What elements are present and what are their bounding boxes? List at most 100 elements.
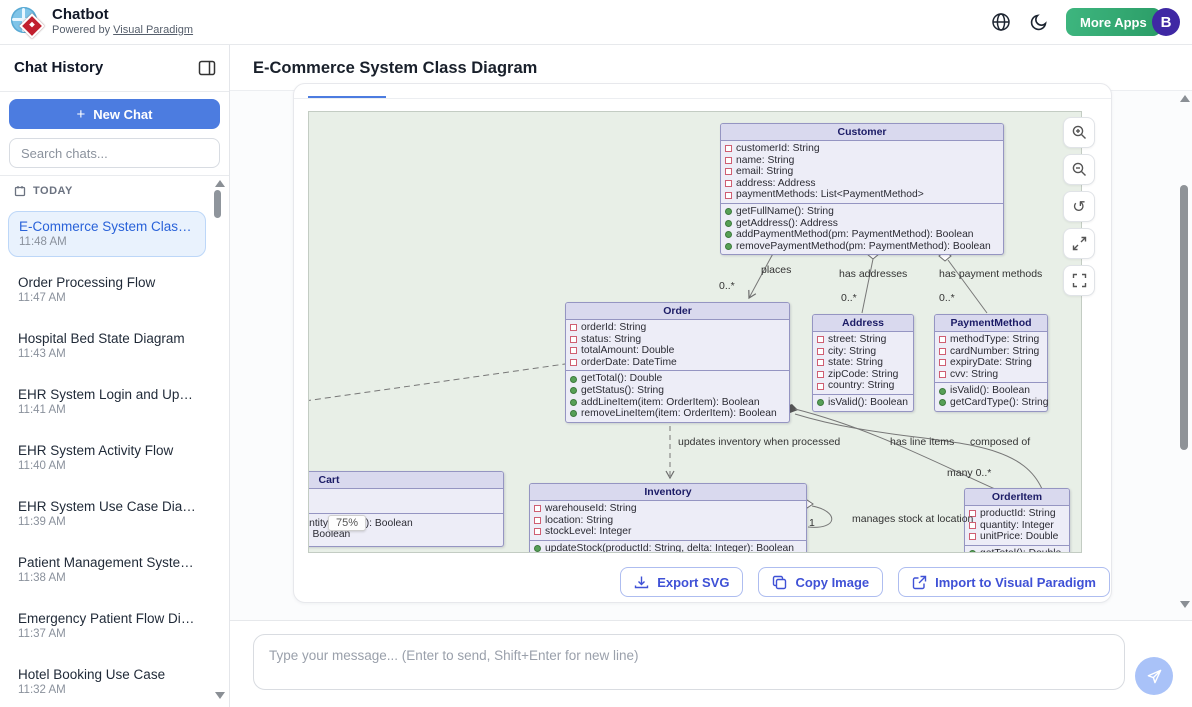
sidebar-scrollbar-thumb[interactable] — [214, 190, 221, 218]
page-scrollbar-thumb[interactable] — [1180, 185, 1188, 450]
method-icon — [725, 219, 732, 227]
powered-by: Powered by Visual Paradigm — [52, 24, 193, 36]
reset-view-icon[interactable]: ↺ — [1063, 191, 1095, 222]
attribute-icon — [534, 528, 541, 536]
uml-class-inventory[interactable]: Inventory warehouseId: String location: … — [529, 483, 807, 552]
panel-toggle-icon[interactable] — [197, 58, 217, 78]
attribute-icon — [817, 359, 824, 367]
method-icon — [570, 410, 577, 418]
attribute-icon — [725, 168, 732, 176]
uml-class-cart[interactable]: Cart items: List<CartItem> addItem(produ… — [309, 471, 504, 547]
sidebar-title: Chat History — [14, 59, 104, 76]
app-logo — [11, 7, 45, 39]
copy-image-button[interactable]: Copy Image — [758, 567, 884, 597]
expand-icon[interactable] — [1063, 228, 1095, 259]
attribute-icon — [725, 180, 732, 188]
attribute-icon — [939, 359, 946, 367]
external-link-icon — [912, 575, 927, 589]
attribute-icon — [817, 382, 824, 390]
uml-diagram-viewport[interactable]: Customer customerId: String name: String… — [308, 111, 1082, 553]
uml-class-order[interactable]: Order orderId: String status: String tot… — [565, 302, 790, 423]
attribute-icon — [570, 324, 577, 332]
sidebar-scroll-up-arrow[interactable] — [215, 180, 225, 187]
send-button[interactable] — [1135, 657, 1173, 695]
copy-icon — [773, 575, 787, 589]
new-chat-button[interactable]: + New Chat — [9, 99, 220, 129]
new-chat-label: New Chat — [93, 106, 153, 122]
edge-label-places: places — [761, 264, 792, 276]
method-icon — [725, 231, 732, 239]
multiplicity-label-many: many 0..* — [947, 467, 992, 479]
top-header: Chatbot Powered by Visual Paradigm More … — [0, 0, 1192, 45]
attribute-icon — [969, 533, 976, 541]
chat-message-area: Customer customerId: String name: String… — [230, 83, 1192, 620]
chat-history-item[interactable]: Order Processing Flow 11:47 AM — [18, 275, 156, 304]
multiplicity-label: 0..* — [841, 292, 857, 304]
uml-class-customer[interactable]: Customer customerId: String name: String… — [720, 123, 1004, 256]
search-input[interactable] — [9, 138, 220, 168]
page-scroll-up-arrow[interactable] — [1180, 95, 1190, 102]
attribute-icon — [817, 371, 824, 379]
multiplicity-label: 0..* — [719, 280, 735, 292]
method-icon — [534, 545, 541, 552]
uml-class-orderitem[interactable]: OrderItem productId: String quantity: In… — [964, 488, 1070, 552]
more-apps-button[interactable]: More Apps — [1066, 8, 1161, 36]
attribute-icon — [817, 347, 824, 355]
chat-history-item[interactable]: EHR System Login and Upda... 11:41 AM — [18, 387, 196, 416]
attribute-icon — [534, 516, 541, 524]
today-label: TODAY — [33, 185, 73, 197]
edge-label-manages-stock: manages stock at location — [852, 513, 974, 525]
attribute-icon — [939, 371, 946, 379]
chat-history-item[interactable]: Patient Management System... 11:38 AM — [18, 555, 196, 584]
chat-history-item[interactable]: Hospital Bed State Diagram 11:43 AM — [18, 331, 185, 360]
zoom-in-icon[interactable] — [1063, 117, 1095, 148]
attribute-icon — [969, 510, 976, 518]
assistant-message-card: Customer customerId: String name: String… — [293, 83, 1112, 603]
edge-label-composed-of: composed of — [970, 436, 1031, 448]
message-composer — [230, 620, 1192, 707]
method-icon — [570, 398, 577, 406]
chat-history-item[interactable]: EHR System Activity Flow 11:40 AM — [18, 443, 174, 472]
chat-history-item[interactable]: E-Commerce System Class Di... 11:48 AM — [8, 211, 206, 257]
uml-class-paymentmethod[interactable]: PaymentMethod methodType: String cardNum… — [934, 314, 1048, 412]
zoom-level-badge: 75% — [328, 515, 367, 531]
plus-icon: + — [76, 105, 86, 123]
zoom-out-icon[interactable] — [1063, 154, 1095, 185]
attribute-icon — [725, 145, 732, 153]
diagram-actions: Export SVG Copy Image Import to Visual P… — [293, 567, 1110, 597]
import-to-visual-paradigm-button[interactable]: Import to Visual Paradigm — [898, 567, 1110, 597]
sidebar-divider — [0, 175, 229, 176]
chat-history-item[interactable]: EHR System Use Case Diagram 11:39 AM — [18, 499, 196, 528]
uml-class-address[interactable]: Address street: String city: String stat… — [812, 314, 914, 412]
attribute-icon — [570, 335, 577, 343]
edge-label-updates-inventory: updates inventory when processed — [678, 436, 841, 448]
message-input[interactable] — [253, 634, 1125, 690]
sidebar-scroll-down-arrow[interactable] — [215, 692, 225, 699]
chat-history-item[interactable]: Emergency Patient Flow Dia... 11:37 AM — [18, 611, 196, 640]
export-svg-button[interactable]: Export SVG — [620, 567, 744, 597]
method-icon — [725, 243, 732, 251]
fit-screen-icon[interactable] — [1063, 265, 1095, 296]
sidebar-divider — [0, 91, 229, 92]
tab-strip-divider — [294, 98, 1111, 99]
method-icon — [969, 550, 976, 552]
send-icon — [1147, 669, 1161, 683]
download-icon — [635, 576, 649, 588]
attribute-icon — [534, 505, 541, 513]
method-icon — [570, 375, 577, 383]
dark-mode-moon-icon[interactable] — [1028, 11, 1050, 33]
visual-paradigm-link[interactable]: Visual Paradigm — [113, 24, 194, 36]
active-tab-indicator — [308, 96, 386, 98]
powered-by-prefix: Powered by — [52, 24, 111, 36]
language-globe-icon[interactable] — [990, 11, 1012, 33]
calendar-icon — [14, 186, 26, 197]
user-avatar[interactable]: B — [1152, 8, 1180, 36]
method-icon — [570, 387, 577, 395]
sidebar: Chat History + New Chat TODAY E-Commerce… — [0, 44, 230, 707]
page-scroll-down-arrow[interactable] — [1180, 601, 1190, 608]
section-header-today: TODAY — [14, 185, 73, 197]
method-icon — [817, 399, 824, 407]
chat-history-item[interactable]: Hotel Booking Use Case 11:32 AM — [18, 667, 166, 696]
page-title: E-Commerce System Class Diagram — [253, 59, 538, 77]
